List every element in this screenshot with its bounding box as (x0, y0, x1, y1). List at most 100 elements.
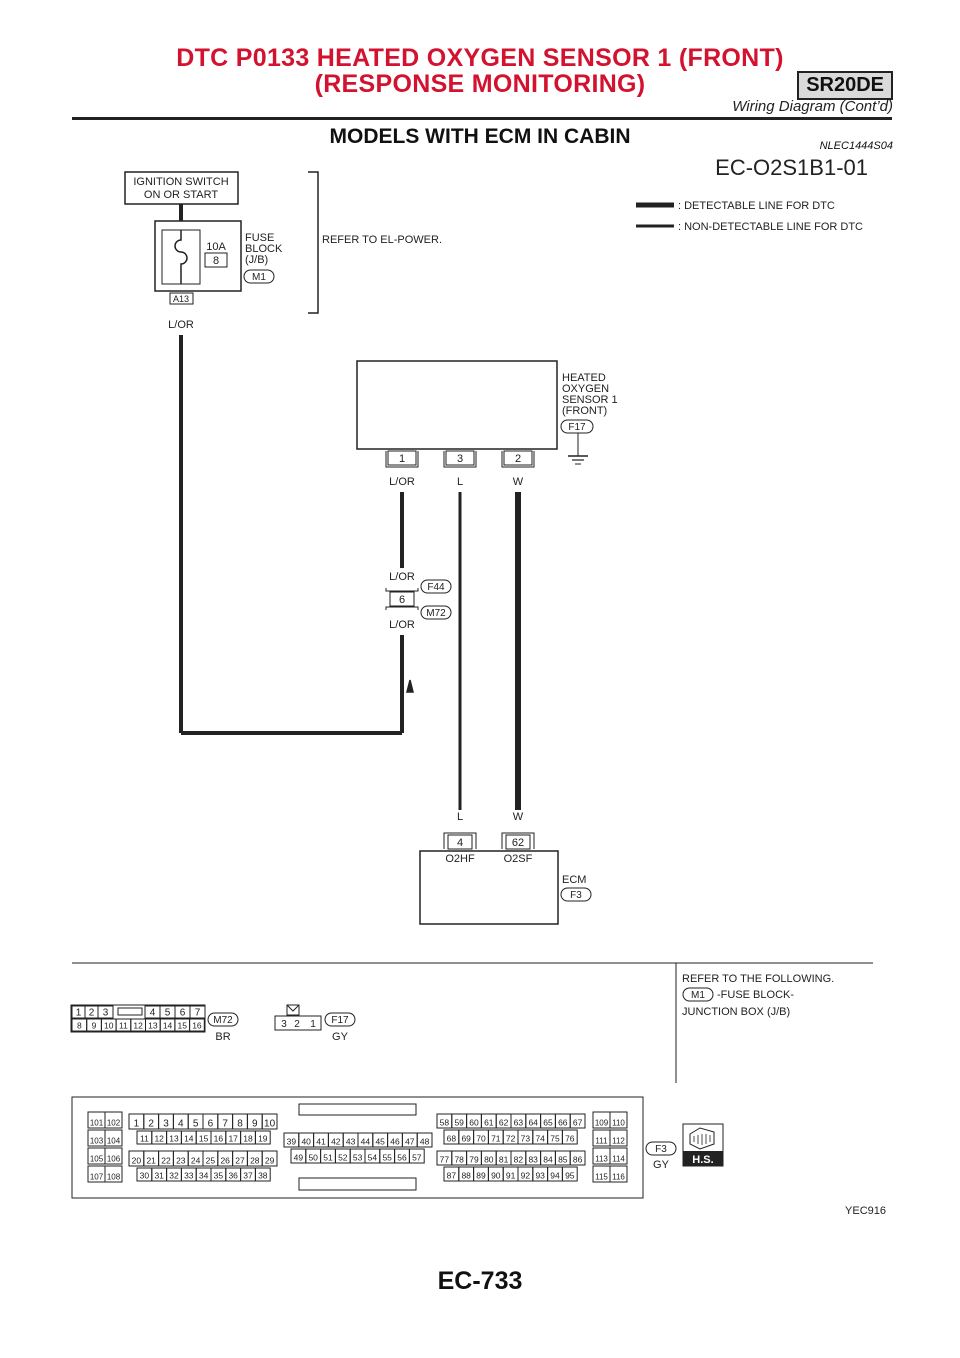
sensor-label-1: HEATED (562, 372, 606, 384)
pin-label: 72 (506, 1134, 516, 1144)
joint-conn-top: F44 (427, 582, 445, 593)
ecm-pin-4: 4 (457, 837, 463, 849)
ecm-pin-box-4 (447, 834, 473, 850)
pin-label: 105 (90, 1155, 104, 1164)
sensor-wire-3: L (457, 476, 463, 488)
joint-top-frame (385, 588, 419, 592)
fuse-connector-pill (243, 269, 275, 284)
pin-label: 19 (258, 1134, 268, 1144)
figure-id: YEC916 (845, 1205, 886, 1217)
pin-label: 88 (461, 1171, 471, 1181)
pin-label: 63 (514, 1118, 524, 1128)
pin-label: 3 (103, 1008, 109, 1019)
pin-label: 34 (199, 1171, 209, 1181)
pin-label: 21 (146, 1156, 156, 1166)
pin-label: 10 (104, 1021, 114, 1031)
fuse-label-3: (J/B) (245, 254, 268, 266)
pin-cell (261, 1113, 278, 1130)
pin-label: 101 (90, 1119, 104, 1128)
pin-label: 107 (90, 1173, 104, 1182)
sensor-label-4: (FRONT) (562, 405, 607, 417)
pin-cell (561, 1129, 578, 1145)
pin-label: 56 (397, 1153, 407, 1163)
pin-label: 115 (595, 1173, 608, 1182)
refer-connector-pill (682, 987, 714, 1002)
pin-label: 49 (294, 1153, 304, 1163)
header-rule (72, 117, 892, 120)
pin-label: 69 (461, 1134, 471, 1144)
sensor-pin-1: 1 (399, 453, 405, 465)
pin-label: 113 (595, 1155, 608, 1164)
refer-connector: M1 (691, 990, 705, 1001)
pin-label: 7 (222, 1119, 228, 1130)
pin-label: 8 (237, 1119, 243, 1130)
pin-label: 48 (420, 1137, 430, 1147)
ecm-connector: F3 (570, 890, 582, 901)
pin-label: 17 (228, 1134, 238, 1144)
pin-label: 108 (107, 1173, 121, 1182)
pin-label: 92 (521, 1171, 531, 1181)
sensor-pin-3: 3 (457, 453, 463, 465)
pin-cell (609, 1165, 628, 1183)
pin-label: 2 (89, 1008, 95, 1019)
pin-label: 109 (595, 1119, 609, 1128)
pin-label: 76 (565, 1134, 575, 1144)
ecm-signal-o2hf: O2HF (445, 853, 475, 865)
sensor-connector: F17 (568, 422, 586, 433)
fuse-number-box (204, 252, 228, 268)
page-title-line2: (RESPONSE MONITORING) (314, 70, 646, 98)
joint-bottom-frame (385, 606, 419, 610)
sensor-label-3: SENSOR 1 (562, 394, 618, 406)
pin-label: 60 (469, 1118, 479, 1128)
pin-cell (104, 1129, 123, 1147)
pin-label: 46 (390, 1137, 400, 1147)
pin-label: 5 (193, 1119, 199, 1130)
pin-label: 14 (163, 1021, 173, 1031)
ecm-pin-frame-62 (501, 832, 535, 849)
ecm-connector-latch-top (298, 1103, 417, 1116)
pin-label: 78 (454, 1155, 464, 1165)
ecm-wire-w: W (513, 811, 524, 823)
section-code: NLEC1444S04 (819, 140, 893, 152)
pin-label: 68 (447, 1134, 457, 1144)
pin-label: 3 (163, 1119, 169, 1130)
pin-cell (416, 1132, 433, 1148)
pin-label: 73 (521, 1134, 531, 1144)
page-number: EC-733 (437, 1267, 523, 1295)
f3-name: F3 (655, 1144, 667, 1155)
pin-label: 79 (469, 1155, 479, 1165)
pin-cell (104, 1165, 123, 1183)
pin-label: 10 (264, 1119, 276, 1130)
sensor-pin-2: 2 (515, 453, 521, 465)
pin-label: 24 (191, 1156, 201, 1166)
ecm-connector-latch-bottom (298, 1177, 417, 1191)
hs-connector-icon (689, 1127, 715, 1150)
joint-wire-top: L/OR (389, 571, 415, 583)
pin-cell (189, 1005, 206, 1019)
f3-name-pill (645, 1141, 677, 1156)
pin-label: 116 (612, 1173, 625, 1182)
pin-label: 65 (543, 1118, 553, 1128)
pin-label: 59 (454, 1118, 464, 1128)
sensor-label-2: OXYGEN (562, 383, 609, 395)
pin-cell (609, 1129, 628, 1147)
joint-pin-box (389, 591, 415, 607)
pin-label: 94 (550, 1171, 560, 1181)
pin-cell (408, 1148, 425, 1164)
hs-label-bg (683, 1151, 723, 1166)
pin-label: 67 (573, 1118, 583, 1128)
pin-label: 85 (558, 1155, 568, 1165)
pin-label: 52 (338, 1153, 348, 1163)
power-bracket (308, 171, 319, 314)
sensor-box (356, 360, 558, 450)
pin-label: 95 (565, 1171, 575, 1181)
pin-label: 112 (612, 1137, 625, 1146)
pin-label: 54 (368, 1153, 378, 1163)
page-title-line1: DTC P0133 HEATED OXYGEN SENSOR 1 (FRONT) (176, 44, 784, 72)
ecm-connector-pill (560, 887, 592, 902)
pin-label: 4 (178, 1119, 184, 1130)
pin-label: 18 (243, 1134, 253, 1144)
pin-label: 15 (199, 1134, 209, 1144)
sensor-pin-frame-2 (501, 451, 535, 468)
